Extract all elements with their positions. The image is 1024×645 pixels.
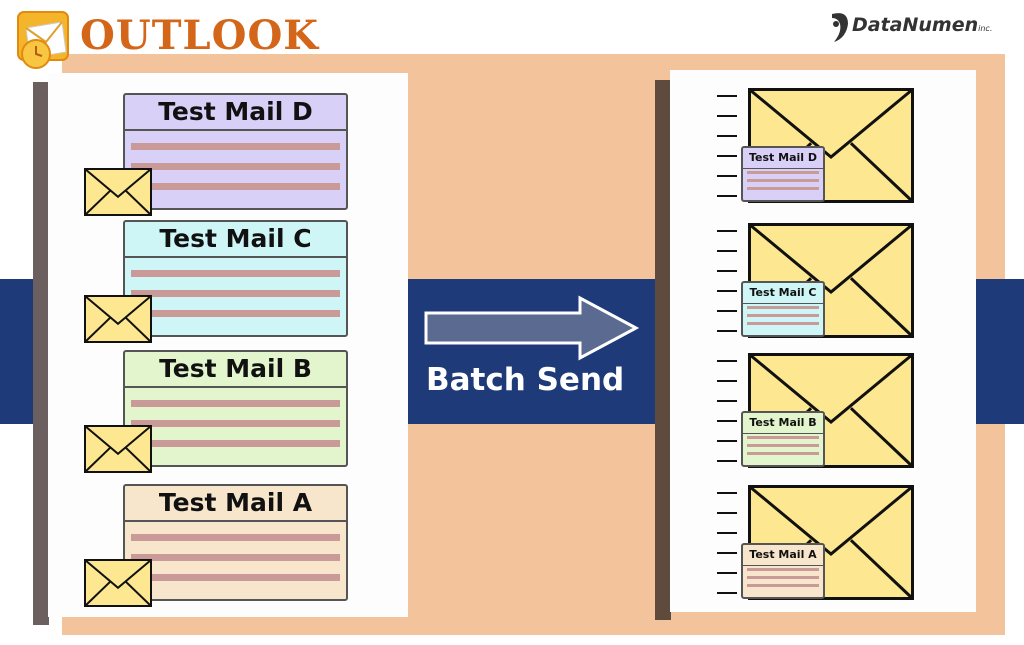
body-text-line (131, 440, 340, 447)
motion-line (717, 195, 737, 197)
mail-subject: Test Mail C (743, 283, 823, 304)
sent-mail-card: Test Mail B (741, 411, 825, 467)
motion-line (717, 380, 737, 382)
body-text-line (747, 171, 819, 174)
body-text-line (131, 534, 340, 541)
motion-line (717, 572, 737, 574)
datanumen-logo-icon (832, 13, 848, 42)
outlook-logo-icon (17, 11, 69, 69)
motion-line (717, 230, 737, 232)
motion-line (717, 270, 737, 272)
body-text-line (747, 576, 819, 579)
motion-line (717, 115, 737, 117)
envelope-icon (84, 168, 152, 216)
body-text-line (747, 179, 819, 182)
mail-subject: Test Mail A (743, 545, 823, 566)
mail-subject: Test Mail C (125, 222, 346, 258)
envelope-icon (84, 559, 152, 607)
body-text-line (747, 322, 819, 325)
arrow-icon (424, 295, 640, 361)
motion-line (717, 400, 737, 402)
outbox-mail-card: Test Mail D (123, 93, 348, 210)
motion-line (717, 95, 737, 97)
body-text-line (747, 568, 819, 571)
mail-subject: Test Mail D (743, 148, 823, 169)
motion-line (717, 532, 737, 534)
motion-line (717, 460, 737, 462)
motion-line (717, 552, 737, 554)
motion-line (717, 420, 737, 422)
motion-line (717, 155, 737, 157)
logo-text: DataNumen (852, 14, 979, 36)
body-text-line (747, 584, 819, 587)
motion-line (717, 250, 737, 252)
body-text-line (131, 143, 340, 150)
motion-line (717, 310, 737, 312)
body-text-line (131, 290, 340, 297)
mail-subject: Test Mail B (125, 352, 346, 388)
motion-line (717, 290, 737, 292)
body-text-line (747, 187, 819, 190)
sent-mail-card: Test Mail C (741, 281, 825, 337)
logo-suffix: inc. (978, 24, 993, 33)
mail-subject: Test Mail A (125, 486, 346, 522)
motion-line (717, 440, 737, 442)
outbox-mail-card: Test Mail A (123, 484, 348, 601)
page-title: OUTLOOK (80, 12, 320, 59)
body-text-line (747, 444, 819, 447)
datanumen-logo: DataNumeninc. (852, 14, 992, 36)
body-text-line (131, 183, 340, 190)
body-text-line (131, 420, 340, 427)
motion-line (717, 492, 737, 494)
body-text-line (131, 163, 340, 170)
motion-line (717, 330, 737, 332)
sent-mail-card: Test Mail A (741, 543, 825, 599)
mail-subject: Test Mail D (125, 95, 346, 131)
motion-line (717, 360, 737, 362)
batch-send-label: Batch Send (426, 362, 625, 398)
right-panel-shadow (655, 80, 671, 620)
body-text-line (747, 436, 819, 439)
motion-line (717, 175, 737, 177)
outbox-mail-card: Test Mail B (123, 350, 348, 467)
body-text-line (747, 314, 819, 317)
body-text-line (131, 554, 340, 561)
body-text-line (131, 270, 340, 277)
body-text-line (131, 310, 340, 317)
motion-line (717, 592, 737, 594)
body-text-line (747, 306, 819, 309)
motion-line (717, 512, 737, 514)
sent-mail-card: Test Mail D (741, 146, 825, 202)
body-text-line (747, 452, 819, 455)
body-text-line (131, 400, 340, 407)
body-text-line (131, 574, 340, 581)
mail-subject: Test Mail B (743, 413, 823, 434)
envelope-icon (84, 295, 152, 343)
left-panel-shadow (33, 82, 49, 625)
envelope-icon (84, 425, 152, 473)
outbox-mail-card: Test Mail C (123, 220, 348, 337)
motion-line (717, 135, 737, 137)
